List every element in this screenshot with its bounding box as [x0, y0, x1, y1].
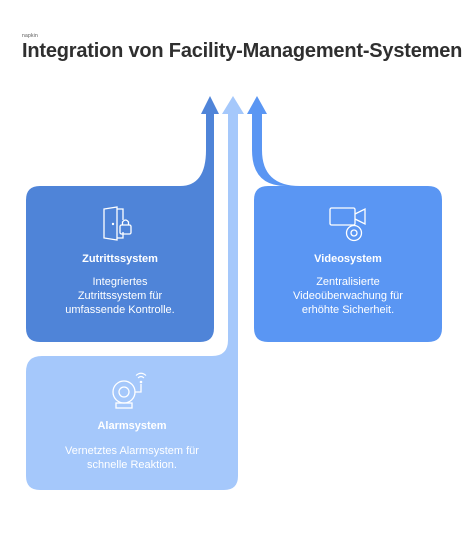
alarm-desc-line-2: schnelle Reaktion. — [87, 459, 177, 471]
zutritt-desc-line-1: Integriertes — [92, 276, 148, 288]
zutritt-description: Integriertes Zutrittssystem für umfassen… — [26, 275, 214, 317]
brand-logo-text: napkin — [22, 33, 38, 39]
alarm-bell-icon — [112, 372, 147, 409]
video-desc-line-1: Zentralisierte — [316, 276, 380, 288]
zutritt-title: Zutrittssystem — [82, 253, 158, 265]
alarm-title: Alarmsystem — [97, 420, 167, 432]
zutritt-desc-line-3: umfassende Kontrolle. — [65, 304, 175, 316]
page-title: Integration von Facility-Management-Syst… — [22, 40, 463, 62]
video-title: Videosystem — [314, 253, 382, 265]
alarm-description: Vernetztes Alarmsystem für schnelle Reak… — [26, 444, 238, 472]
alarm-shape — [26, 96, 244, 490]
brand-logo: napkin — [22, 33, 38, 39]
zutritt-desc-line-2: Zutrittssystem für — [77, 290, 163, 302]
alarm-desc-line-1: Vernetztes Alarmsystem für — [65, 445, 199, 457]
door-lock-icon — [103, 206, 132, 241]
video-desc-line-3: erhöhte Sicherheit. — [301, 304, 395, 316]
video-camera-icon — [329, 207, 366, 242]
video-desc-line-2: Videoüberwachung für — [293, 290, 403, 302]
video-description: Zentralisierte Videoüberwachung für erhö… — [254, 275, 442, 317]
video-shape — [247, 96, 442, 342]
